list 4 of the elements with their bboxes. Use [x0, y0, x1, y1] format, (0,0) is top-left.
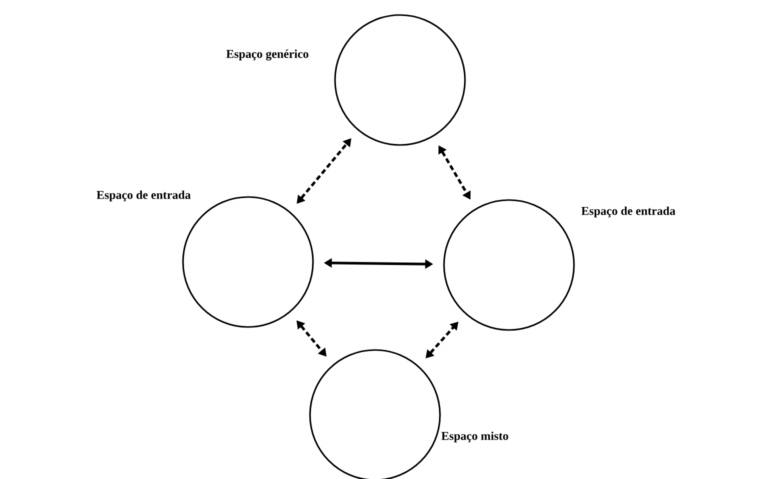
- circle-label: Espaço misto: [441, 432, 508, 442]
- circle-label: Espaço genérico: [226, 50, 308, 60]
- circle-label: Espaço de entrada: [96, 190, 191, 202]
- circle-label: Espaço de entrada: [581, 206, 676, 218]
